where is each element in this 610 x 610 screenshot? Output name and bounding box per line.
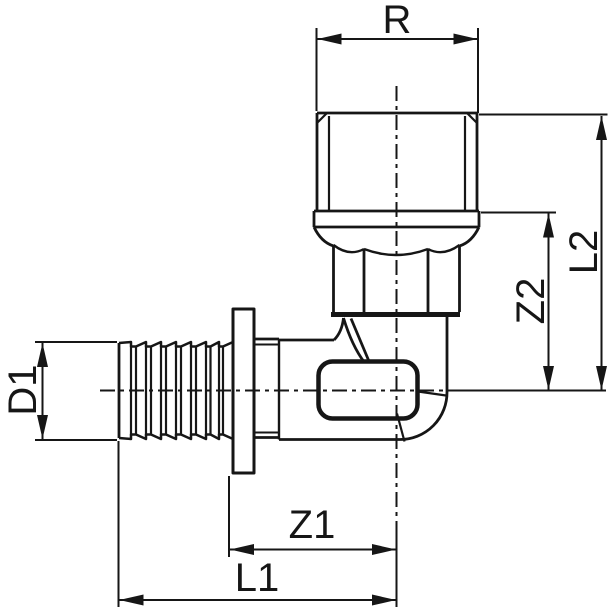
arrow-z2-top [543, 213, 554, 238]
stem-rib-lines [129, 346, 225, 435]
arrow-d1-bottom [37, 415, 48, 439]
stem-bottom-serration [118, 433, 234, 441]
thread-chamfer-left [316, 112, 328, 124]
male-thread [315, 111, 479, 211]
dim-l1 [117, 441, 396, 607]
body-neck-curve [332, 317, 345, 341]
dim-label-l1: L1 [235, 556, 280, 600]
dim-z2 [481, 211, 556, 390]
dim-label-z1: Z1 [289, 503, 336, 547]
hex-nut [312, 226, 481, 317]
neck [254, 337, 281, 440]
arrow-d1-top [37, 343, 48, 367]
centerlines-group [100, 86, 455, 528]
dim-l2 [479, 113, 608, 390]
arrow-l2-bottom [596, 366, 607, 390]
part-outline-group [117, 111, 481, 475]
arrow-r-left [317, 33, 342, 45]
body-tangent-line-upper [417, 390, 447, 397]
dimension-labels-group: R L2 Z2 D1 Z1 L1 [1, 0, 606, 600]
dim-label-l2: L2 [562, 230, 606, 275]
stem-top-serration [118, 340, 234, 348]
ribbed-stem [117, 340, 234, 441]
dim-r [315, 28, 479, 113]
dim-label-r: R [383, 0, 412, 42]
dim-z1 [228, 476, 396, 557]
arrow-z1-left [230, 544, 254, 555]
arrow-z1-right [372, 544, 396, 555]
nut-shoulder-right [459, 226, 481, 248]
body-corner-arc [399, 391, 449, 441]
nut-chamfer-arc-right [427, 244, 461, 254]
nut-chamfer-arc-left [332, 244, 365, 254]
dimension-arrowheads [37, 33, 607, 606]
elbow-body [279, 317, 449, 442]
dim-label-z2: Z2 [509, 278, 553, 325]
arrow-l1-right [372, 594, 396, 606]
arrow-z2-bottom [543, 366, 554, 390]
dim-label-d1: D1 [1, 364, 45, 415]
body-boss [316, 359, 420, 421]
thread-chamfer-right [466, 112, 478, 124]
nut-shoulder-left [312, 226, 334, 248]
arrow-l1-left [119, 594, 144, 606]
arrow-r-right [453, 33, 478, 45]
arrow-l2-top [596, 116, 607, 140]
body-transition-diagonal [349, 317, 371, 364]
